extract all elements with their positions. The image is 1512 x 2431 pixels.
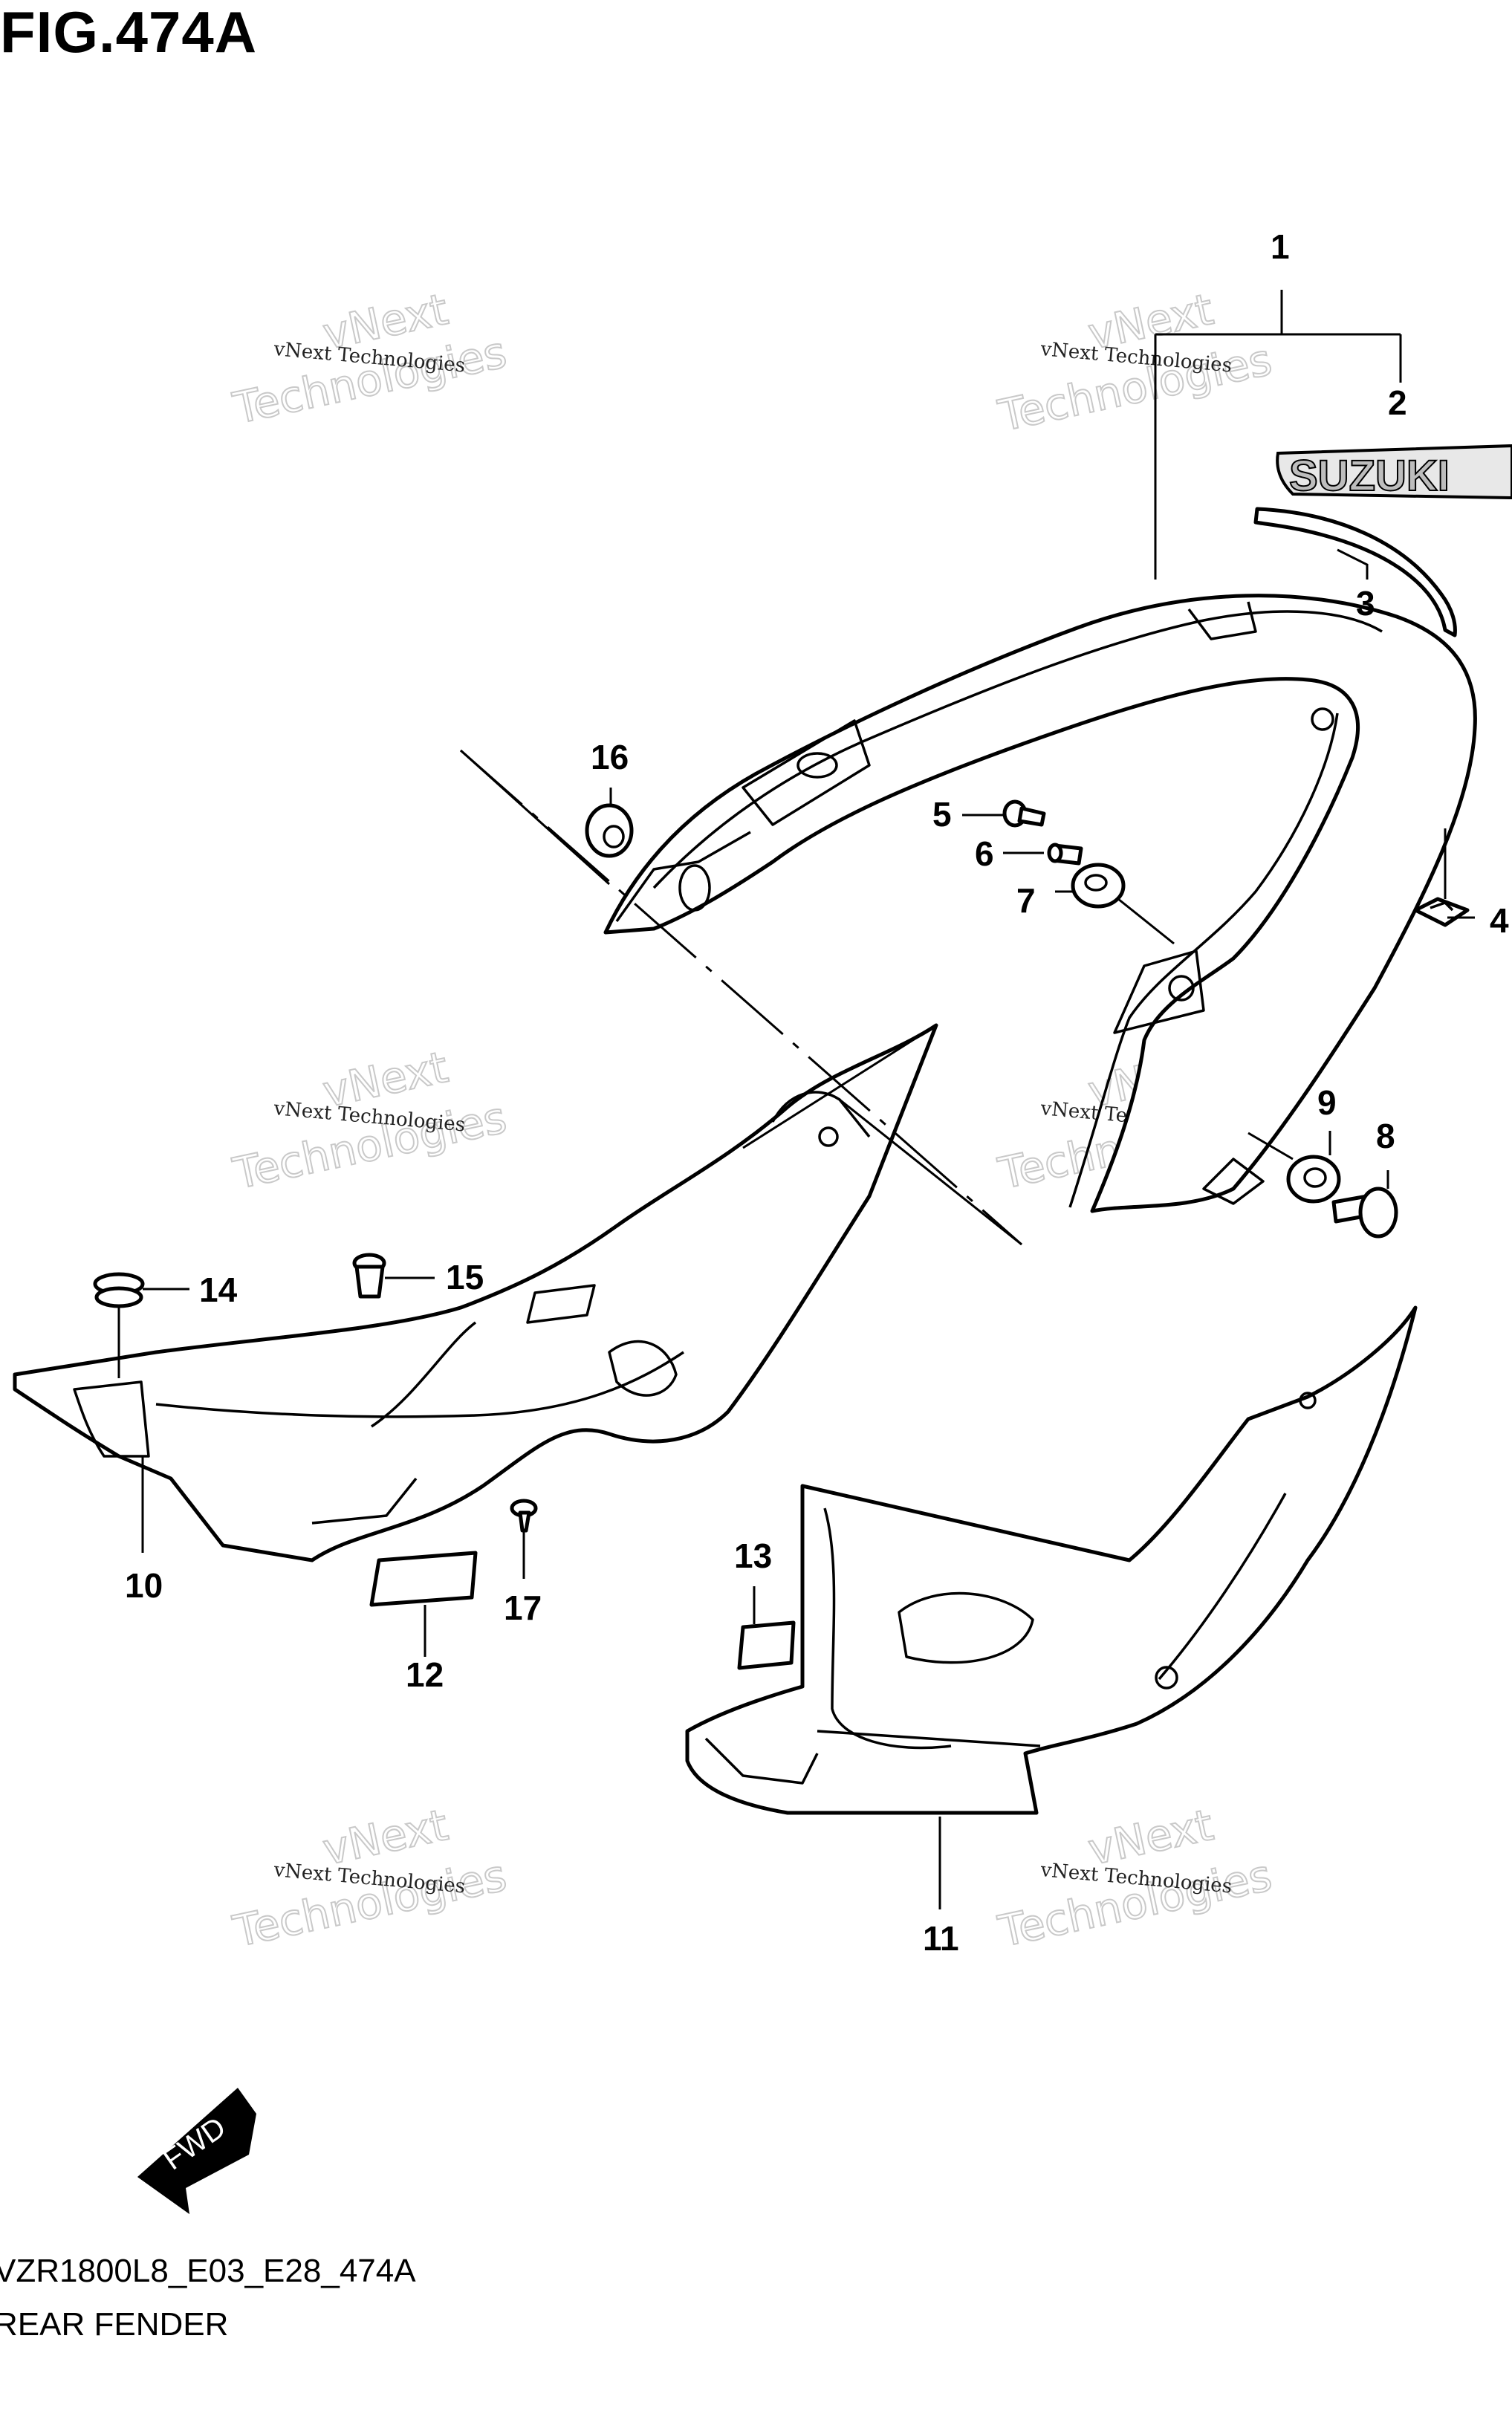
fastener-part-15 [352, 1253, 386, 1299]
collar-part-6 [1047, 843, 1083, 866]
grommet-part-16 [585, 803, 634, 858]
callout-17: 17 [504, 1588, 542, 1627]
clip-nut-part-4 [1413, 897, 1470, 927]
callout-9: 9 [1317, 1083, 1337, 1122]
side-cover-right-part-11 [685, 1305, 1418, 1815]
watermark-top-right: Technologies vNext vNext Technologies [993, 283, 1277, 442]
callout-14: 14 [199, 1270, 238, 1309]
callout-6: 6 [975, 834, 994, 873]
suzuki-emblem-part-2: SUZUKI [1276, 444, 1512, 501]
tail-cowl-part-1 [603, 594, 1477, 1213]
figure-code: VZR1800L8_E03_E28_474A [0, 2253, 416, 2289]
figure-name: REAR FENDER [0, 2306, 229, 2343]
callout-7: 7 [1016, 881, 1036, 920]
callout-15: 15 [446, 1258, 484, 1296]
callout-3: 3 [1356, 584, 1375, 623]
screw-part-17 [510, 1499, 538, 1533]
svg-text:SUZUKI: SUZUKI [1289, 452, 1450, 500]
callout-10: 10 [125, 1566, 163, 1605]
callout-1: 1 [1271, 227, 1290, 266]
callout-8: 8 [1376, 1117, 1395, 1155]
side-cover-left-part-10 [13, 1023, 938, 1562]
figure-title: FIG.474A [0, 0, 258, 65]
watermark-bottom-left: Technologies vNext vNext Technologies [228, 1799, 512, 1958]
callout-12: 12 [406, 1655, 444, 1694]
screw-part-5 [1002, 799, 1046, 828]
label-part-13 [737, 1620, 796, 1670]
forward-direction-arrow: FWD [137, 2088, 256, 2214]
watermark-mid-left: Technologies vNext vNext Technologies [228, 1041, 512, 1200]
callout-5: 5 [932, 795, 952, 834]
grommet-part-7 [1071, 863, 1126, 909]
leader-lines [117, 290, 1475, 1909]
callout-13: 13 [734, 1536, 772, 1575]
cushion-part-14 [93, 1272, 145, 1308]
bolt-part-8 [1331, 1187, 1398, 1239]
watermark-bottom-right: Technologies vNext vNext Technologies [993, 1799, 1277, 1958]
callout-2: 2 [1388, 383, 1407, 422]
callout-16: 16 [591, 738, 629, 776]
grommet-part-9 [1286, 1155, 1341, 1204]
label-part-12 [369, 1551, 478, 1607]
callout-11: 11 [923, 1919, 959, 1958]
callout-4: 4 [1490, 901, 1509, 940]
callout-labels: 1 2 3 4 5 6 7 8 9 10 11 12 13 14 15 16 1… [125, 227, 1509, 1958]
watermark-top-left: Technologies vNext vNext Technologies [228, 283, 512, 435]
trim-strip-part-3 [1253, 507, 1457, 637]
